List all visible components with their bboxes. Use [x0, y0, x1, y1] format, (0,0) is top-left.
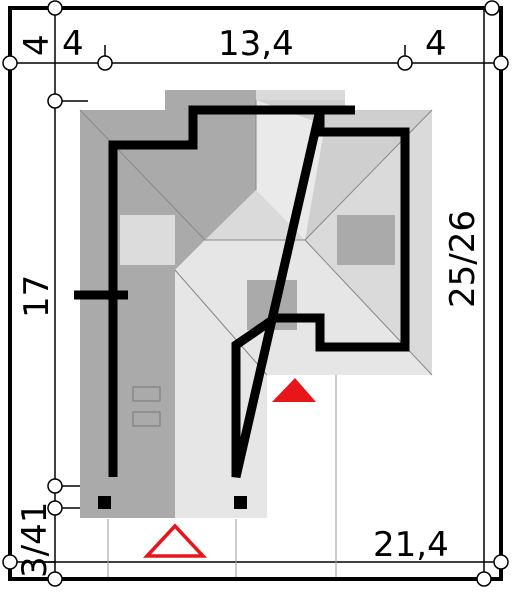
- column-post: [234, 496, 247, 509]
- column-post: [98, 496, 111, 509]
- access-marker-outline-triangle: [142, 523, 208, 558]
- dim-bottom-left: 3/41: [15, 502, 55, 578]
- building-walls: [108, 105, 410, 479]
- corner-circle: [397, 55, 413, 71]
- dim-left-height: 17: [17, 275, 57, 318]
- dim-top-left: 4: [62, 24, 84, 64]
- entrance-marker-filled-triangle: [272, 378, 316, 402]
- dim-left-corner: 4: [17, 34, 57, 56]
- dim-bottom-right: 21,4: [373, 525, 449, 565]
- dim-top-right: 4: [425, 24, 447, 64]
- plot-boundary: [8, 6, 503, 581]
- roof-dormer-left: [165, 90, 256, 100]
- roof-dormer-right: [256, 90, 345, 100]
- dim-right-height: 25/26: [443, 210, 483, 308]
- roof: [79, 90, 433, 518]
- corner-circle: [47, 478, 63, 494]
- skylight: [120, 215, 175, 265]
- corner-circle: [493, 554, 509, 570]
- roof-hip-lines: [79, 100, 433, 376]
- roof-ridge-light: [256, 100, 325, 240]
- skylight: [337, 215, 395, 265]
- corner-circle: [97, 55, 113, 71]
- corner-circle: [476, 571, 492, 587]
- dim-top-center: 13,4: [218, 24, 294, 64]
- corner-circle: [2, 55, 18, 71]
- corner-circle: [47, 571, 63, 587]
- corner-circle: [2, 554, 18, 570]
- corner-circle: [47, 500, 63, 516]
- roof-plane-dark-west: [80, 100, 256, 518]
- corner-circle: [47, 93, 63, 109]
- roof-window: [132, 411, 161, 427]
- corner-circle: [47, 0, 63, 16]
- grid-lines: [107, 375, 337, 577]
- corner-circle: [493, 55, 509, 71]
- roof-window: [132, 386, 161, 402]
- corner-circle: [484, 0, 500, 16]
